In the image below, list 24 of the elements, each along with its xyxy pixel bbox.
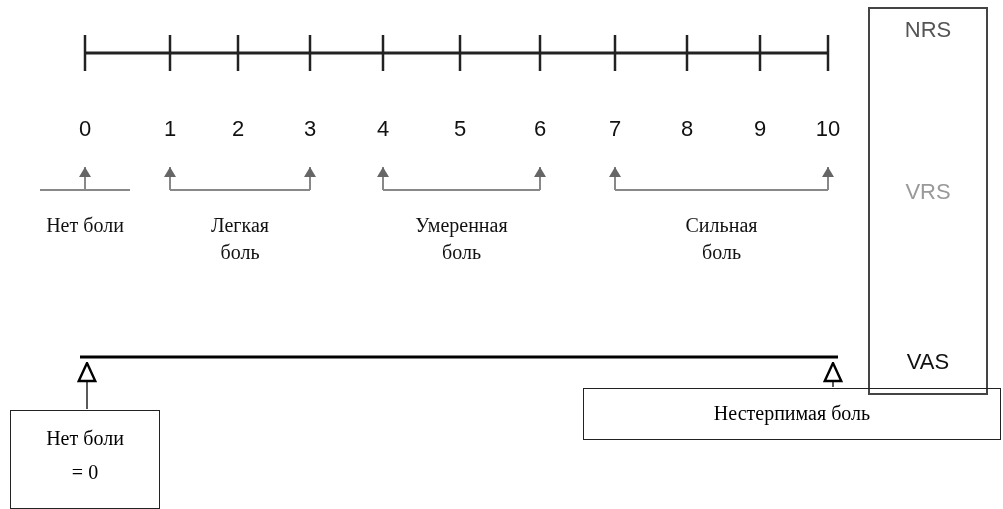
category-label: Умеренная боль	[414, 213, 509, 265]
label-box: Нет боли = 0	[10, 410, 160, 509]
scale-names-box	[868, 7, 988, 395]
category-label: Легкая боль	[210, 213, 270, 265]
scale-name: VRS	[904, 179, 952, 205]
scale-number: 10	[814, 116, 842, 142]
label-box: Нестерпимая боль	[583, 388, 1001, 440]
scale-number: 7	[607, 116, 623, 142]
scale-number: 5	[452, 116, 468, 142]
scale-number: 8	[679, 116, 695, 142]
scale-number: 9	[752, 116, 768, 142]
category-label: Нет боли	[45, 213, 125, 238]
scale-number: 4	[375, 116, 391, 142]
scale-number: 1	[162, 116, 178, 142]
scale-name: NRS	[903, 17, 953, 43]
scale-number: 2	[230, 116, 246, 142]
scale-name: VAS	[905, 349, 951, 375]
arrow	[77, 361, 97, 410]
arrow	[823, 361, 843, 388]
scale-number: 0	[77, 116, 93, 142]
category-label: Сильная боль	[684, 213, 759, 265]
scale-number: 6	[532, 116, 548, 142]
scale-number: 3	[302, 116, 318, 142]
visual-analog-line	[80, 355, 838, 359]
